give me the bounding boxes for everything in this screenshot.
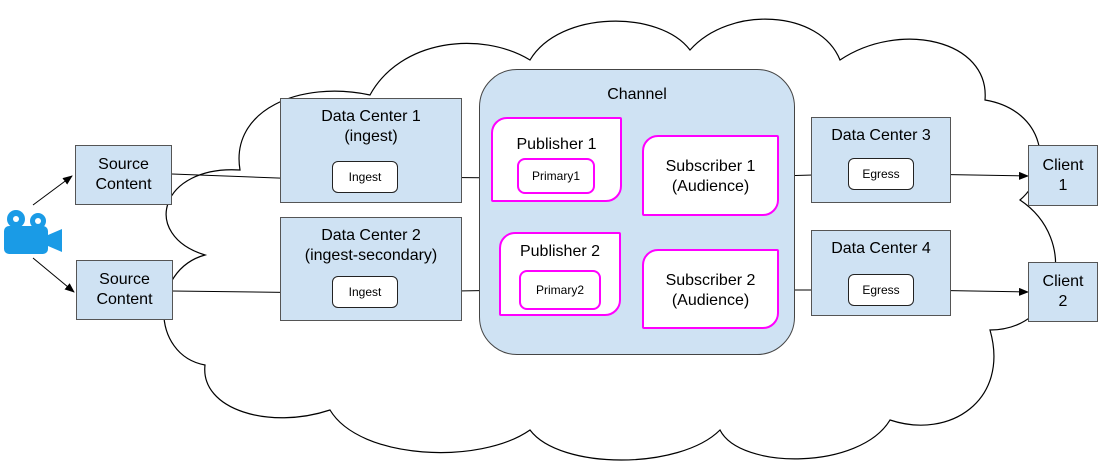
publisher-2-label: Publisher 2 [519,243,601,260]
channel-title: Channel [607,86,667,103]
ingest-node-1: Ingest [332,161,398,193]
client-1: Client 1 [1028,145,1098,206]
client-1-label: Client 1 [1042,156,1084,194]
client-2: Client 2 [1028,262,1098,322]
publisher-1-label: Publisher 1 [516,136,597,153]
source-content-label: Source Content [96,271,153,308]
data-center-3-label: Data Center 3 [831,127,931,144]
data-center-4-label: Data Center 4 [831,240,931,257]
source-content-box-2: Source Content [76,260,173,320]
source-content-label: Source Content [95,156,152,193]
primary1-node: Primary1 [517,158,595,194]
data-center-2: Data Center 2 (ingest-secondary) [280,217,462,321]
subscriber-1-label: Subscriber 1 (Audience) [665,158,756,195]
data-center-1-label: Data Center 1 (ingest) [321,108,421,145]
egress-node-1: Egress [848,158,914,190]
subscriber-1: Subscriber 1 (Audience) [642,135,779,216]
video-camera-icon [4,210,62,254]
client-2-label: Client 2 [1042,273,1084,310]
subscriber-2-label: Subscriber 2 (Audience) [665,272,756,309]
data-center-2-label: Data Center 2 (ingest-secondary) [304,227,438,264]
primary2-node: Primary2 [519,270,601,310]
source-content-box-1: Source Content [75,145,172,205]
subscriber-2: Subscriber 2 (Audience) [642,249,779,329]
egress-node-2: Egress [848,274,914,306]
ingest-node-2: Ingest [332,276,398,308]
